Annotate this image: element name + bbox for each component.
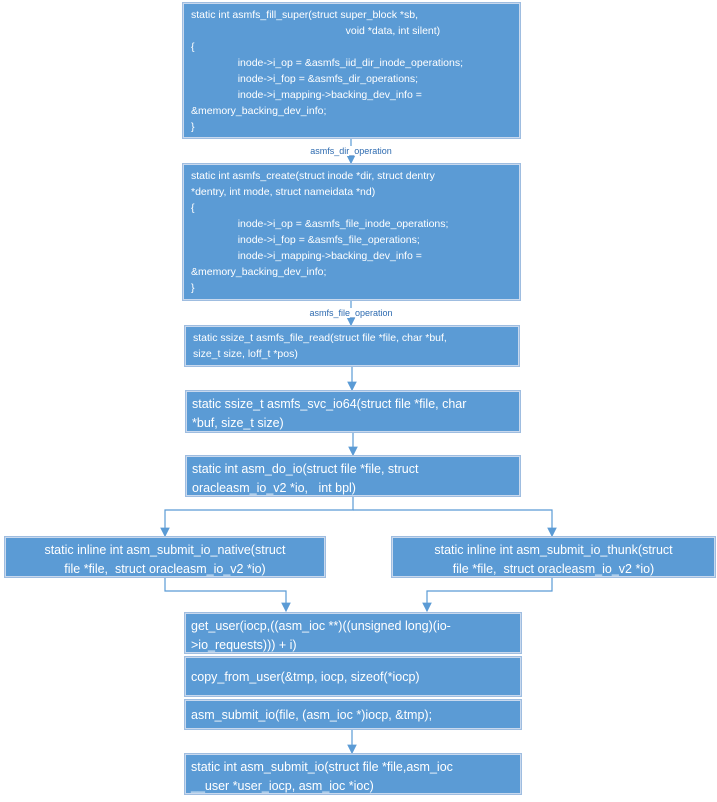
box-get-user: get_user(iocp,((asm_ioc **)((unsigned lo… (185, 613, 521, 653)
arrow-do-io-to-thunk (353, 509, 557, 538)
edge-label-dir-operation: asmfs_dir_operation (308, 146, 394, 156)
arrow-thunk-to-get-user (422, 577, 553, 613)
box-asmfs-svc-io64: static ssize_t asmfs_svc_io64(struct fil… (186, 391, 520, 432)
edge-label-file-operation: asmfs_file_operation (307, 308, 395, 318)
box-asmfs-fill-super: static int asmfs_fill_super(struct super… (183, 3, 520, 138)
box-asmfs-create: static int asmfs_create(struct inode *di… (183, 164, 520, 300)
box-copy-from-user: copy_from_user(&tmp, iocp, sizeof(*iocp) (185, 657, 521, 696)
box-asm-submit-io: static int asm_submit_io(struct file *fi… (185, 754, 521, 794)
arrow-do-io-to-native (160, 496, 354, 538)
box-asm-submit-io-thunk: static inline int asm_submit_io_thunk(st… (392, 537, 715, 577)
box-asm-do-io: static int asm_do_io(struct file *file, … (186, 456, 520, 496)
box-asm-submit-io-native: static inline int asm_submit_io_native(s… (5, 537, 325, 577)
box-asm-submit-io-call: asm_submit_io(file, (asm_ioc *)iocp, &tm… (185, 700, 521, 729)
arrow-native-to-get-user (164, 577, 291, 613)
box-asmfs-file-read: static ssize_t asmfs_file_read(struct fi… (185, 326, 519, 366)
